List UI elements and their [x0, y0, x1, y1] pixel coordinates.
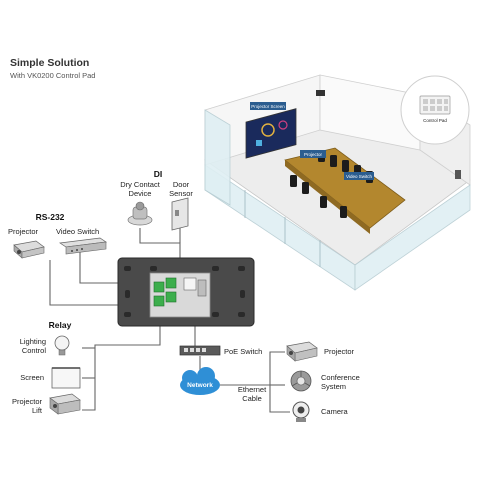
screen-bar-icon: [256, 140, 262, 146]
control-pad-key: [437, 99, 442, 104]
control-pad-panel: [117, 257, 255, 327]
diagram-title: Simple Solution: [10, 57, 89, 69]
projector-screen-tag: [250, 102, 286, 110]
poe-switch-label: PoE Switch: [224, 347, 262, 356]
chair: [320, 196, 327, 208]
control-pad-key: [444, 99, 448, 104]
conference-label-2: System: [321, 382, 346, 391]
rs232-heading: RS-232: [36, 212, 65, 222]
panel-connector: [197, 279, 207, 297]
camera-label: Camera: [321, 407, 349, 416]
video-switch-tag-label: Video Switch: [346, 174, 372, 179]
rs232-video-switch-label: Video Switch: [56, 227, 99, 236]
panel-slot: [150, 266, 157, 271]
conference-label-1: Conference: [321, 373, 360, 382]
screen-chart-icon: [278, 120, 288, 130]
lift-label-2: Lift: [32, 406, 43, 415]
control-pad-callout-label: Control Pad: [423, 118, 447, 123]
panel-slot: [124, 312, 131, 317]
diagram-subtitle: With VK0200 Control Pad: [10, 71, 95, 80]
rs232-wire: [79, 250, 118, 284]
chair: [342, 160, 349, 172]
control-pad-key: [430, 106, 435, 111]
wiring: [49, 225, 290, 413]
glass-wall-right: [354, 184, 471, 291]
network-cloud-icon: [180, 367, 220, 395]
chair: [330, 155, 337, 167]
network-projector-label: Projector: [324, 347, 355, 356]
dry-contact-label-1: Dry Contact: [120, 180, 161, 189]
rj45-port: [183, 277, 197, 291]
projector-tag: [300, 150, 326, 158]
di-wire: [139, 228, 181, 262]
door-sensor-icon: [171, 197, 189, 231]
control-pad-key: [437, 106, 442, 111]
conference-system-icon: [290, 370, 312, 392]
relay-wire: [82, 325, 161, 411]
video-switch-tag: [344, 172, 374, 180]
door-sensor-label-2: Sensor: [169, 189, 193, 198]
panel-slot: [238, 266, 245, 271]
dry-contact-device-icon: [127, 201, 153, 226]
projector-lift-icon: [49, 393, 81, 415]
glass-wall-left: [204, 109, 231, 206]
di-heading: DI: [154, 169, 163, 179]
panel-slot: [212, 312, 219, 317]
camera-icon: [292, 401, 310, 422]
network-projector-icon: [286, 341, 318, 362]
rs232-group: RS-232 Projector Video Switch: [8, 212, 107, 259]
screen-label: Screen: [20, 373, 44, 382]
panel-slot: [124, 266, 131, 271]
ethernet-label-2: Cable: [242, 394, 262, 403]
chair: [340, 206, 347, 218]
light-bulb-icon: [54, 335, 70, 356]
chair: [290, 175, 297, 187]
ceiling-speaker-icon: [316, 90, 325, 96]
panel-slot: [240, 290, 245, 298]
terminal-block: [165, 277, 177, 289]
ethernet-label-1: Ethernet: [238, 385, 267, 394]
lighting-label-2: Control: [22, 346, 47, 355]
wall-control-pad: [455, 170, 461, 179]
projector-screen-tag-label: Projector Screen: [251, 104, 285, 109]
dry-contact-label-2: Device: [129, 189, 152, 198]
relay-group: Relay Lighting Control Screen Projector …: [12, 320, 81, 415]
network-group: PoE Switch Network Ethernet Cable Projec…: [179, 341, 360, 422]
screen-chart-icon: [261, 123, 275, 137]
terminal-block: [153, 281, 165, 293]
chair: [302, 182, 309, 194]
terminal-block: [153, 295, 165, 307]
panel-slot: [125, 290, 130, 298]
conference-table-edge: [285, 160, 370, 234]
door-sensor-label-1: Door: [173, 180, 190, 189]
network-label: Network: [187, 382, 213, 389]
di-group: DI Dry Contact Device Door Sensor: [120, 169, 193, 231]
conference-room: Projector Screen Projector Video Switch …: [204, 74, 471, 291]
rs232-wire: [49, 260, 118, 306]
lighting-label-1: Lighting: [20, 337, 46, 346]
projection-screen-icon: [51, 367, 81, 389]
panel-slot: [238, 312, 245, 317]
control-pad-key: [430, 99, 435, 104]
lift-label-1: Projector: [12, 397, 43, 406]
control-pad-key: [444, 106, 448, 111]
projector-tag-label: Projector: [304, 152, 323, 157]
rs232-projector-icon: [13, 240, 45, 259]
control-pad-thumbnail: [419, 95, 451, 115]
control-pad-key: [423, 106, 428, 111]
relay-heading: Relay: [49, 320, 72, 330]
rs232-video-switch-icon: [59, 237, 107, 255]
rs232-projector-label: Projector: [8, 227, 39, 236]
control-pad-key: [423, 99, 428, 104]
poe-switch-icon: [179, 345, 221, 356]
panel-slot: [212, 266, 219, 271]
ethernet-wire: [269, 385, 290, 413]
ethernet-wire: [220, 351, 285, 386]
terminal-block: [165, 291, 177, 303]
